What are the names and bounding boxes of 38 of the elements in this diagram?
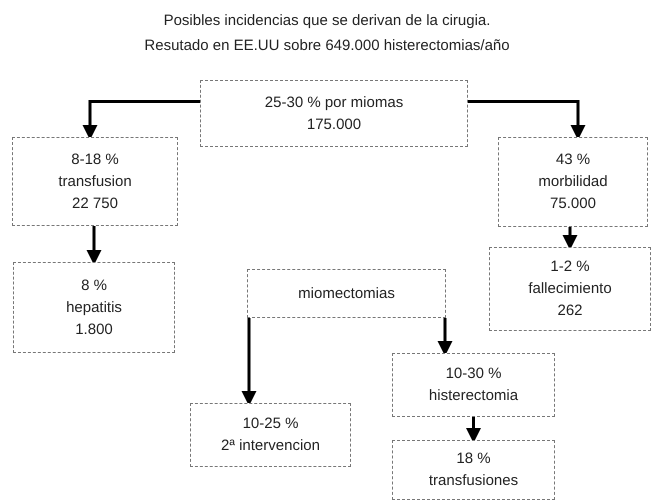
arrow — [468, 100, 586, 140]
box-text: transfusiones — [428, 471, 518, 491]
box-text: hepatitis — [66, 298, 122, 318]
text-box — [498, 137, 648, 227]
arrow — [82, 100, 200, 140]
text-box — [13, 262, 175, 353]
box-text: 10-30 % — [446, 364, 502, 384]
box-text: miomectomias — [298, 284, 395, 304]
arrow — [438, 318, 452, 356]
box-text: 22 750 — [72, 194, 118, 214]
text-box — [392, 353, 555, 417]
box-text: 175.000 — [306, 114, 362, 134]
box-text: 75.000 — [550, 194, 596, 214]
arrow — [86, 226, 102, 265]
box-text: 8-18 % — [71, 150, 119, 170]
box-text: 262 — [557, 301, 583, 321]
box-text: histerectomia — [428, 386, 518, 406]
text-box — [190, 403, 351, 467]
box-text: 8 % — [81, 276, 107, 296]
arrow — [466, 417, 481, 443]
box-text: 10-25 % — [242, 414, 298, 434]
box-text: transfusion — [58, 172, 132, 192]
box-text: morbilidad — [538, 172, 608, 192]
arrow — [562, 227, 578, 250]
arrow — [242, 318, 256, 406]
box-text: 2ª intervencion — [221, 436, 320, 456]
box-text: 43 % — [556, 150, 590, 170]
box-text: 25-30 % por miomas — [264, 92, 404, 112]
box-text: fallecimiento — [528, 279, 612, 299]
text-box — [392, 440, 555, 500]
title: Posibles incidencias que se derivan de la cirugia. Resutado en EE.UU sobre 649.000 histerectomias/año — [143, 11, 511, 56]
box-text: 1.800 — [75, 320, 113, 340]
text-box — [200, 80, 468, 147]
box-text: 18 % — [456, 449, 491, 469]
text-box — [489, 247, 651, 331]
text-box — [12, 137, 178, 226]
box-text: 1-2 % — [550, 257, 590, 277]
text-box — [247, 269, 446, 318]
